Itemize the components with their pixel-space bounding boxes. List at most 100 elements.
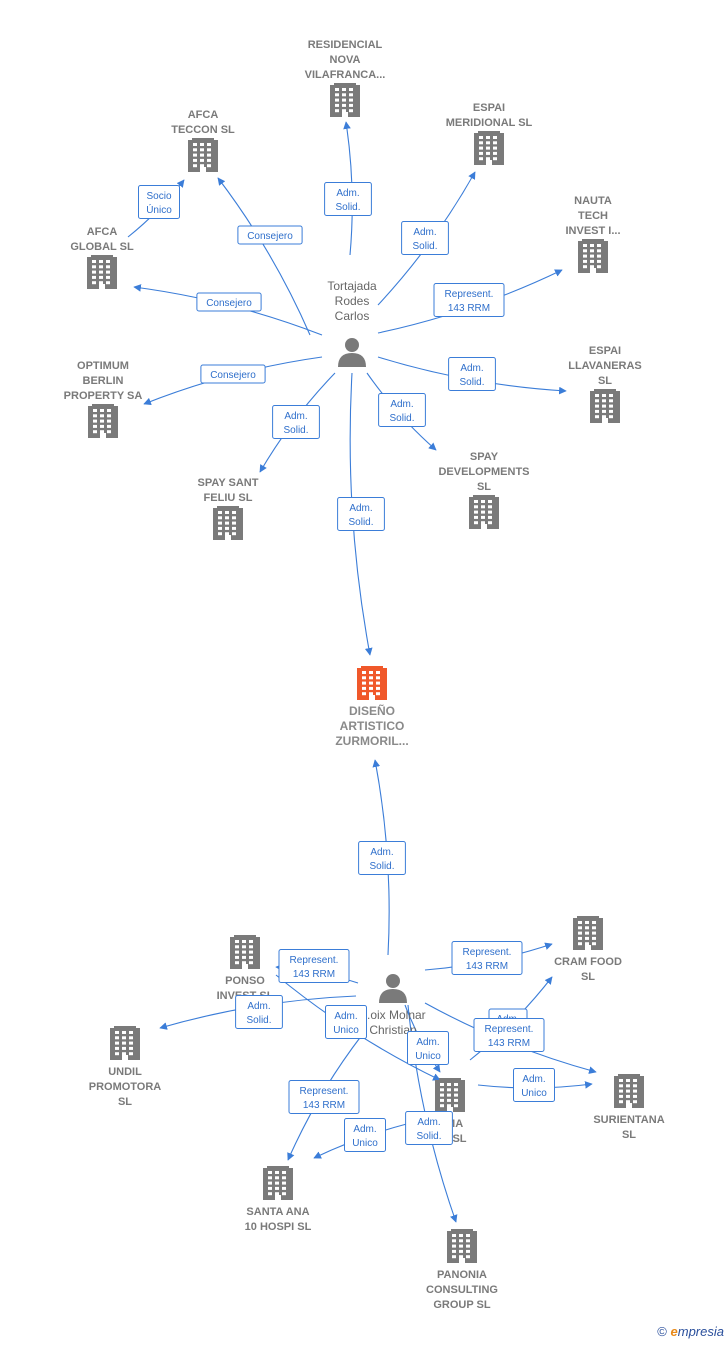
- relation-label-e13[interactable]: Represent.143 RRM: [278, 949, 350, 983]
- building-icon[interactable]: [474, 131, 504, 165]
- building-icon[interactable]: [188, 138, 218, 172]
- relation-label-e11[interactable]: Adm.Solid.: [337, 497, 385, 531]
- company-name-line: AFCA: [87, 226, 118, 238]
- relation-text: Adm.: [284, 411, 307, 422]
- relation-label-e9[interactable]: Adm.Solid.: [272, 405, 320, 439]
- center-company-name-line: ARTISTICO: [340, 719, 405, 733]
- relation-text: Adm.: [522, 1074, 545, 1085]
- company-name-line: NOVA: [330, 54, 361, 66]
- relation-text: Adm.: [460, 363, 483, 374]
- building-icon[interactable]: [435, 1078, 465, 1112]
- building-icon[interactable]: [88, 404, 118, 438]
- relation-label-e12[interactable]: Adm.Solid.: [358, 841, 406, 875]
- person-icon[interactable]: [338, 338, 366, 367]
- relation-edge-e2: [217, 177, 311, 336]
- building-icon[interactable]: [213, 506, 243, 540]
- relation-label-e23[interactable]: Adm.Solid.: [405, 1111, 453, 1145]
- building-icon[interactable]: [110, 1026, 140, 1060]
- building-icon[interactable]: [614, 1074, 644, 1108]
- relation-label-e15[interactable]: Adm.Solid.: [235, 995, 283, 1029]
- relation-label-e10[interactable]: Adm.Solid.: [378, 393, 426, 427]
- center-company-node[interactable]: DISEÑOARTISTICOZURMORIL...: [335, 666, 409, 748]
- relation-text: Solid.: [389, 413, 414, 424]
- relation-label-e5[interactable]: Represent. 143 RRM: [433, 283, 505, 317]
- company-name-line: UNDIL: [108, 1066, 142, 1078]
- relation-label-e19[interactable]: Adm.Unico: [407, 1031, 449, 1065]
- relation-text: Consejero: [247, 231, 293, 242]
- building-icon[interactable]: [330, 83, 360, 117]
- company-name-line: RESIDENCIAL: [308, 39, 383, 51]
- relation-text: Consejero: [210, 370, 256, 381]
- building-icon[interactable]: [357, 666, 387, 700]
- building-icon[interactable]: [230, 935, 260, 969]
- relation-label-e7[interactable]: Consejero: [200, 364, 266, 384]
- relation-label-e4[interactable]: Adm.Solid.: [401, 221, 449, 255]
- relation-label-e14[interactable]: Represent.143 RRM: [451, 941, 523, 975]
- relation-text: Represent.: [463, 947, 512, 958]
- relation-text: Solid.: [459, 377, 484, 388]
- relation-label-e21[interactable]: Represent.143 RRM: [288, 1080, 360, 1114]
- building-icon[interactable]: [578, 239, 608, 273]
- relation-label-e22[interactable]: Adm.Unico: [344, 1118, 386, 1152]
- company-name-line: SPAY: [470, 451, 499, 463]
- company-node-santa_ana[interactable]: SANTA ANA 10 HOSPI SL: [245, 1166, 312, 1233]
- building-icon[interactable]: [447, 1229, 477, 1263]
- relation-label-e1[interactable]: Adm.Solid.: [324, 182, 372, 216]
- relation-label-e20[interactable]: Adm.Unico: [513, 1068, 555, 1102]
- company-name-line: PROMOTORA: [89, 1081, 162, 1093]
- relation-text: Adm.: [413, 227, 436, 238]
- company-node-ponso[interactable]: PONSOINVEST SL: [217, 935, 274, 1002]
- company-name-line: CONSULTING: [426, 1284, 498, 1296]
- company-name-line: DEVELOPMENTS: [438, 466, 529, 478]
- person-icon[interactable]: [379, 974, 407, 1003]
- relation-label-e18[interactable]: Represent.143 RRM: [473, 1018, 545, 1052]
- relation-label-e16[interactable]: Adm. Unico: [325, 1005, 367, 1039]
- company-name-line: ESPAI: [589, 345, 621, 357]
- company-name-line: SPAY SANT: [198, 477, 259, 489]
- company-name-line: TECCON SL: [171, 124, 235, 136]
- relation-text: 143 RRM: [303, 1100, 345, 1111]
- building-icon[interactable]: [469, 495, 499, 529]
- empresia-footer[interactable]: © empresia: [657, 1324, 724, 1339]
- relation-label-e2[interactable]: Consejero: [237, 225, 303, 245]
- building-icon[interactable]: [573, 916, 603, 950]
- company-node-afca_global[interactable]: AFCA GLOBAL SL: [70, 226, 134, 289]
- building-icon[interactable]: [87, 255, 117, 289]
- company-name-line: INVEST I...: [565, 225, 620, 237]
- building-icon[interactable]: [263, 1166, 293, 1200]
- relation-label-e6[interactable]: Consejero: [196, 292, 262, 312]
- company-node-residencial[interactable]: RESIDENCIALNOVAVILAFRANCA...: [305, 39, 386, 117]
- company-name-line: TECH: [578, 210, 608, 222]
- building-icon[interactable]: [590, 389, 620, 423]
- company-name-line: 10 HOSPI SL: [245, 1221, 312, 1233]
- relation-text: Unico: [333, 1025, 359, 1036]
- company-name-line: CRAM FOOD: [554, 956, 622, 968]
- relation-text: Adm.: [247, 1001, 270, 1012]
- company-name-line: SURIENTANA: [593, 1114, 664, 1126]
- relation-text: Adm.: [334, 1011, 357, 1022]
- company-name-line: SANTA ANA: [246, 1206, 309, 1218]
- company-name-line: GLOBAL SL: [70, 241, 134, 253]
- relation-text: 143 RRM: [448, 303, 490, 314]
- person-name-line: Rodes: [335, 294, 370, 308]
- relation-label-e8[interactable]: Adm. Solid.: [448, 357, 496, 391]
- relation-text: Adm.: [353, 1124, 376, 1135]
- relation-text: Adm.: [416, 1037, 439, 1048]
- relation-text: Represent.: [445, 289, 494, 300]
- company-name-line: ESPAI: [473, 102, 505, 114]
